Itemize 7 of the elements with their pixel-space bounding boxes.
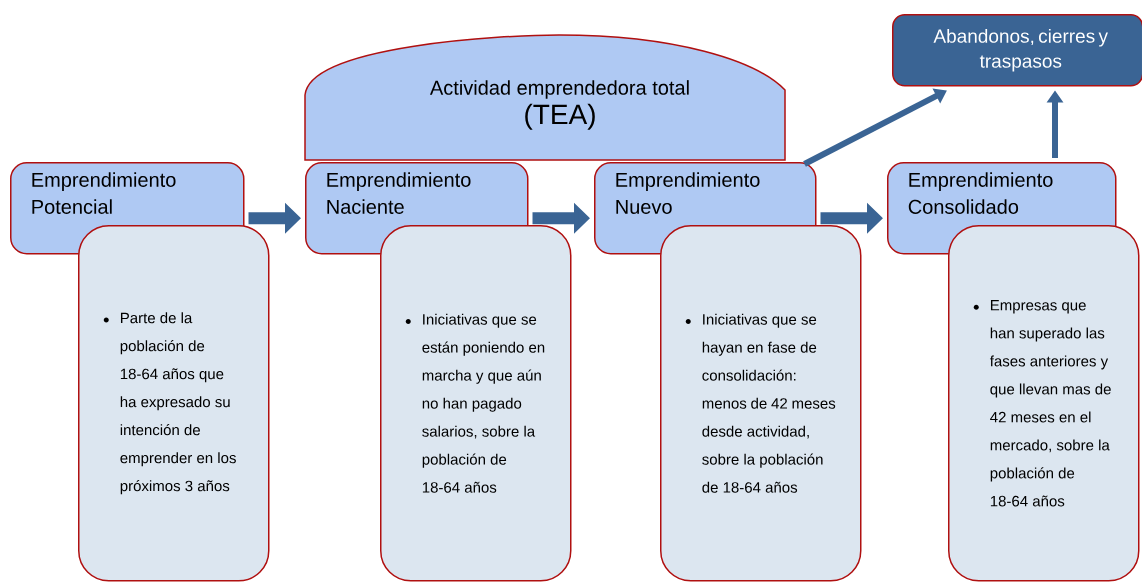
description-box: Parte de la población de 18-64 años que ha expresado su intención de emprender en los próximos 3 años bbox=[78, 225, 270, 582]
description-box: Empresas que han superado las fases anteriores y que llevan mas de 42 meses en el mercado, sobre la población de 18-64 años bbox=[948, 225, 1140, 582]
description-box: Iniciativas que se están poniendo en marcha y que aún no han pagado salarios, sobre la población de 18-64 años bbox=[380, 225, 572, 582]
outcome-box: Abandonos, cierres y traspasos bbox=[892, 14, 1142, 87]
arrow bbox=[803, 88, 947, 167]
arch-banner: Actividad emprendedora total (TEA) bbox=[304, 34, 786, 161]
description-box: Iniciativas que se hayan en fase de consolidación: menos de 42 meses desde actividad, sobre la población de 18-64 años bbox=[660, 225, 862, 582]
